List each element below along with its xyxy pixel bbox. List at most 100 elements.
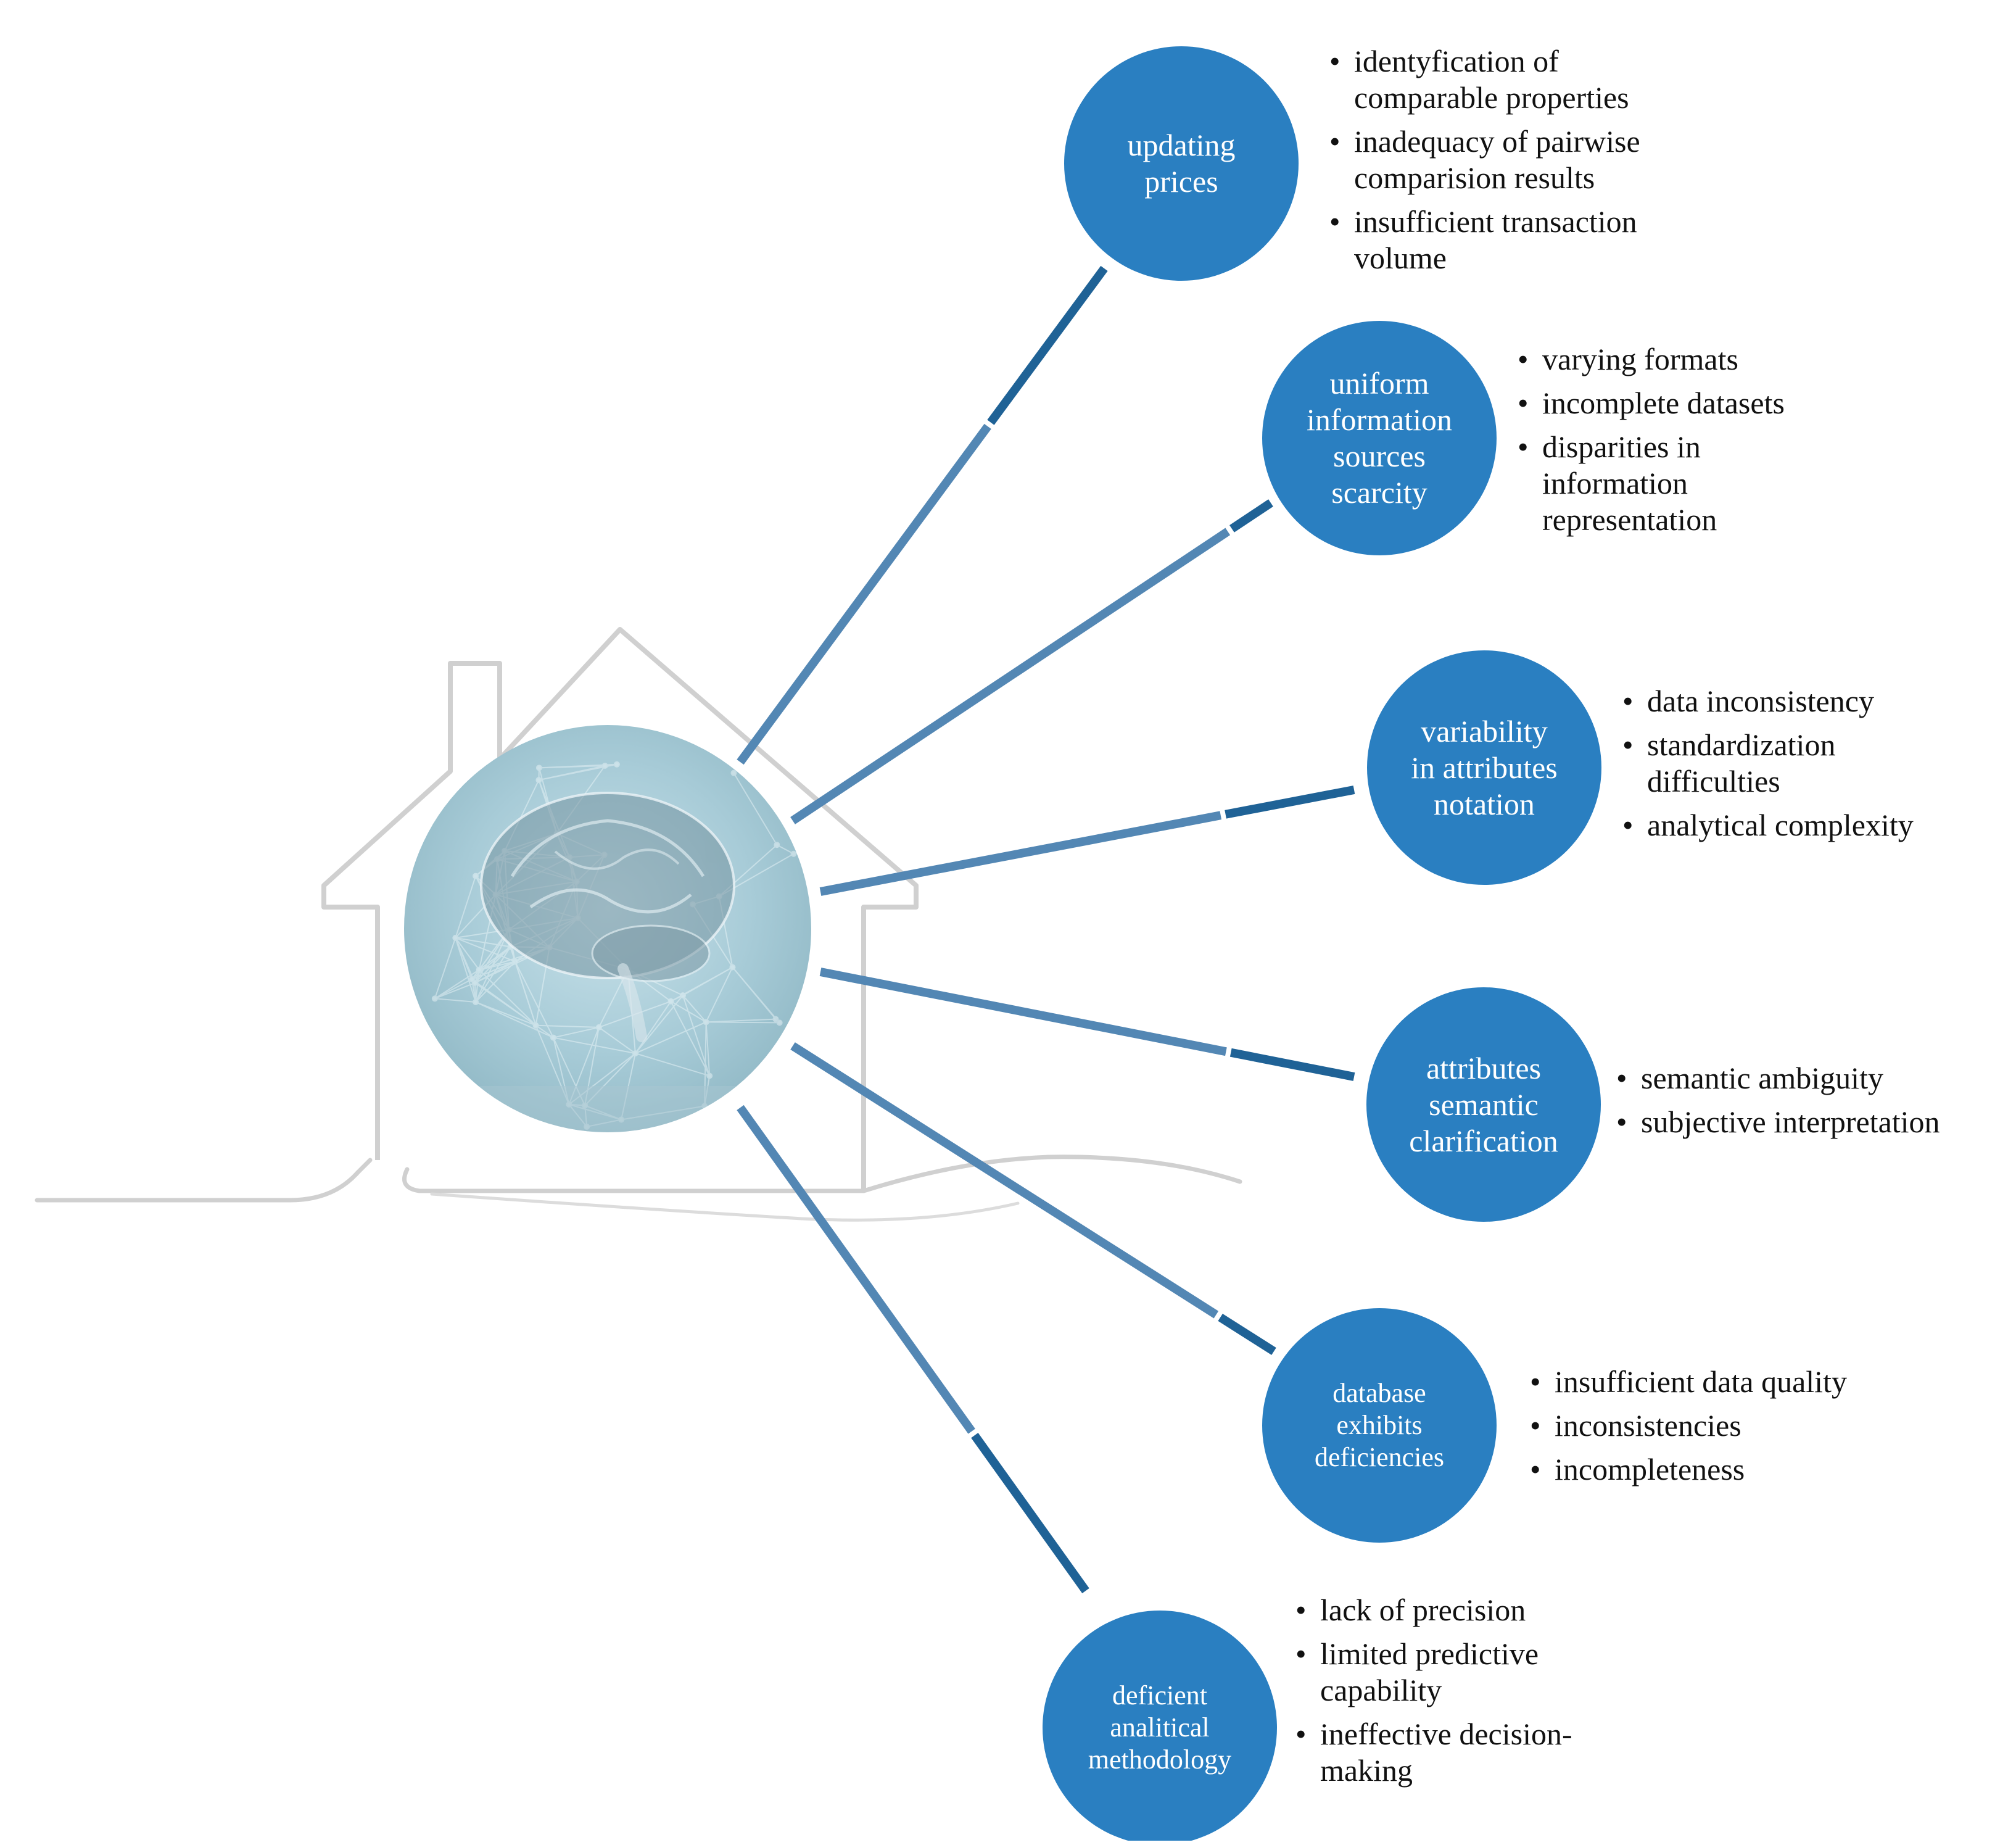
network-line [479, 947, 550, 971]
network-line [495, 894, 516, 962]
network-line [539, 763, 618, 781]
network-dot [502, 847, 508, 854]
node-title-line: prices [1144, 164, 1218, 199]
network-dot [706, 1072, 713, 1079]
network-dot [689, 901, 696, 908]
connector-line-segment [987, 265, 1108, 425]
network-line [514, 947, 550, 963]
network-line [605, 763, 617, 766]
bullet-text-line: limited predictive [1320, 1636, 1539, 1671]
node-title-line: updating [1127, 128, 1236, 162]
network-line [434, 979, 473, 1000]
bullet-item: incompleteness [1530, 1451, 1847, 1488]
bullet-item: data inconsistency [1622, 683, 1914, 719]
node-circle [1367, 650, 1601, 885]
bullet-list: lack of precision limited predictivecapab… [1295, 1592, 1572, 1789]
network-line [671, 995, 684, 1002]
network-line [535, 1024, 554, 1039]
bullet-text-line: inadequacy of pairwise [1354, 124, 1640, 159]
bullet-text-line: lack of precision [1320, 1593, 1526, 1627]
network-line [514, 917, 579, 963]
house-outline-icon [321, 627, 919, 1191]
network-dot [573, 878, 580, 885]
network-line [514, 961, 554, 1039]
bullet-text-line: inconsistencies [1555, 1408, 1741, 1443]
network-line [475, 946, 511, 1003]
connector-line-segment [1229, 1048, 1355, 1081]
bullet-item: analytical complexity [1622, 807, 1914, 844]
network-line [474, 947, 550, 984]
network-line [455, 929, 510, 939]
network-line [704, 1022, 707, 1106]
house-base-curve [402, 1155, 1242, 1193]
network-line [434, 982, 476, 1000]
network-dot [473, 873, 479, 879]
network-dot [468, 976, 475, 983]
bullet-list: insufficient data quality inconsistencie… [1530, 1364, 1847, 1488]
network-line [495, 859, 498, 895]
network-dot [532, 1022, 539, 1029]
node-title-line: semantic [1429, 1087, 1539, 1122]
node-title-line: information [1306, 402, 1453, 437]
network-line [535, 947, 550, 1026]
network-line [474, 969, 480, 984]
node-circle [1262, 321, 1497, 555]
network-line [455, 937, 476, 1003]
bullet-text-line: insufficient transaction [1354, 204, 1637, 239]
bullet-list: data inconsistencystandardizationdifficu… [1622, 683, 1914, 844]
network-dot [546, 944, 553, 951]
connector-line-segment [1229, 499, 1273, 533]
network-line [719, 853, 795, 897]
network-line [495, 881, 577, 895]
network-line [706, 1018, 776, 1023]
network-line [621, 1105, 705, 1121]
network-line [539, 765, 605, 781]
network-dot [550, 1034, 556, 1041]
network-dot [566, 854, 573, 861]
node-circle [1366, 987, 1601, 1222]
network-dot [618, 1116, 625, 1123]
network-line [733, 773, 778, 845]
network-line [504, 850, 577, 882]
network-line [474, 982, 477, 1002]
network-line [455, 894, 497, 939]
network-dot [494, 856, 501, 863]
network-line [775, 1018, 780, 1024]
network-line [682, 966, 733, 997]
node-title-line: deficiencies [1314, 1441, 1445, 1472]
node-circle [1262, 1308, 1497, 1543]
network-dot [790, 850, 797, 857]
bullet-text-line: making [1320, 1753, 1413, 1788]
network-line [508, 929, 550, 948]
network-line [495, 894, 510, 930]
bullet-item: subjective interpretation [1616, 1104, 1940, 1140]
network-line [705, 967, 733, 1022]
network-dot [772, 1016, 779, 1022]
bullet-text-line: representation [1542, 502, 1717, 537]
network-line [553, 1026, 600, 1039]
network-dot [476, 966, 482, 973]
bullet-text-line: varying formats [1542, 342, 1738, 376]
connector-line [737, 423, 991, 765]
connector-line-segment [1218, 1313, 1276, 1355]
network-line [471, 961, 516, 980]
network-line [504, 779, 540, 852]
network-line [635, 1001, 672, 1054]
network-line [576, 881, 579, 918]
node-title-line: database [1332, 1378, 1426, 1409]
network-line [474, 961, 516, 984]
bullet-item: lack of precision [1295, 1592, 1572, 1628]
network-line [495, 833, 558, 895]
network-line [497, 856, 570, 860]
network-dot [582, 1102, 589, 1109]
node-circle [1043, 1611, 1277, 1841]
network-line [497, 858, 577, 882]
node-title-line: scarcity [1331, 475, 1427, 510]
network-dot [716, 893, 722, 900]
